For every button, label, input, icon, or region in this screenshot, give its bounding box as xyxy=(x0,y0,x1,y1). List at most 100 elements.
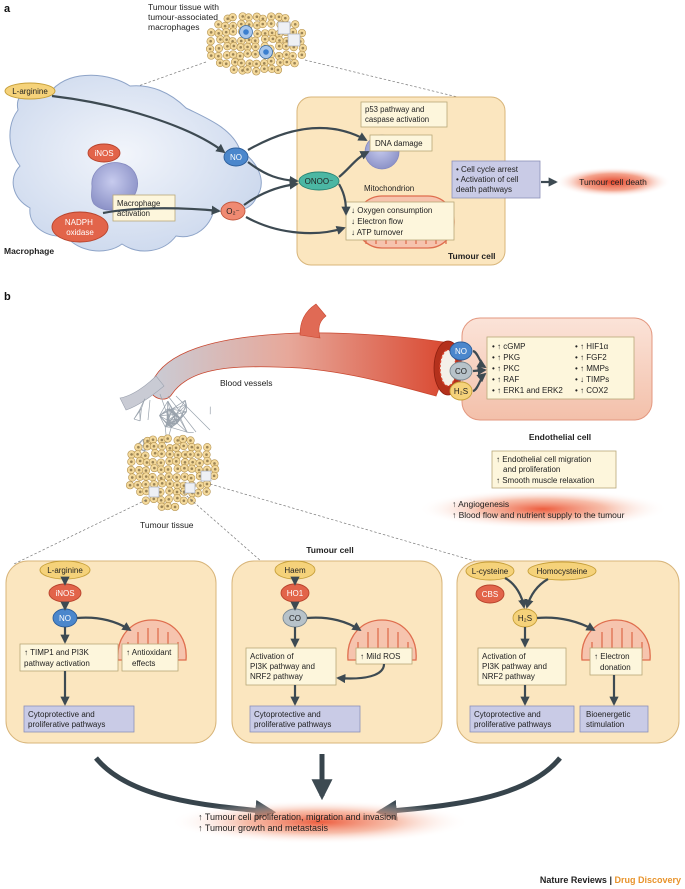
macrophage-dot-nucleus xyxy=(243,29,249,35)
cell-nucleus-dot xyxy=(209,31,213,34)
cell-nucleus-dot xyxy=(182,499,186,503)
cell-nucleus-dot xyxy=(270,31,274,35)
c2-activation-text: Activation of PI3K pathway and NRF2 path… xyxy=(250,652,317,681)
cell-nucleus-dot xyxy=(301,46,305,50)
cell-nucleus-dot xyxy=(262,67,266,71)
tumour-cell-3 xyxy=(456,560,680,744)
cell-nucleus-dot xyxy=(144,483,148,486)
cell-nucleus-dot xyxy=(205,453,208,456)
c2-activation-box xyxy=(245,647,337,686)
cell-nucleus-dot xyxy=(255,23,259,27)
signals-box xyxy=(486,336,635,400)
cell-nucleus-dot xyxy=(159,476,163,480)
superoxide-node xyxy=(220,201,246,221)
endothelial-effects-text: ↑ Endothelial cell migration and prolife… xyxy=(496,455,594,485)
cell-nucleus-dot xyxy=(232,44,236,48)
cell-cycle-box xyxy=(451,160,541,199)
signals-right: • ↑ HIF1α • ↑ FGF2 • ↑ MMPs • ↓ TIMPs • … xyxy=(575,342,611,395)
cell-cycle-text: • Cell cycle arrest • Activation of cell… xyxy=(456,165,521,194)
cell-nucleus-dot xyxy=(205,468,209,472)
cell-nucleus-dot xyxy=(137,468,141,472)
no-node xyxy=(223,147,249,167)
capillary-segment xyxy=(171,404,187,410)
cell-nucleus-dot xyxy=(138,490,142,494)
cell-nucleus-dot xyxy=(145,461,149,464)
blood-vessel xyxy=(119,303,463,411)
blood-vessels-label: Blood vessels xyxy=(220,378,272,388)
cell-nucleus-dot xyxy=(209,39,212,43)
converge-arrow-right xyxy=(375,756,562,821)
cell-nucleus-dot xyxy=(293,22,297,26)
cell-nucleus-dot xyxy=(130,453,133,456)
cell-nucleus-dot xyxy=(175,475,179,479)
capillary-segment xyxy=(166,418,181,425)
signals-left: • ↑ cGMP • ↑ PKG • ↑ PKC • ↑ RAF • ↑ ERK… xyxy=(492,342,563,395)
cell-nucleus-dot xyxy=(160,444,164,448)
c3-activation-text: Activation of PI3K pathway and NRF2 path… xyxy=(482,652,549,681)
tumour-tissue-cluster-b xyxy=(125,434,220,512)
angiogenesis-text: ↑ Angiogenesis ↑ Blood flow and nutrient… xyxy=(452,499,625,520)
arrow-endo-co xyxy=(472,366,487,376)
cell-nucleus-dot xyxy=(247,16,250,19)
cell-nucleus-dot xyxy=(263,37,267,41)
capillary-segment xyxy=(180,411,187,419)
p53-text: p53 pathway and caspase activation xyxy=(365,105,429,124)
cell-nucleus-dot xyxy=(166,437,170,440)
c1-antioxidant-box xyxy=(121,643,179,672)
cell-nucleus-dot xyxy=(130,460,133,464)
cell-nucleus-dot xyxy=(196,446,200,449)
endo-h2s-label: H₂S xyxy=(454,387,468,396)
cell-nucleus-dot xyxy=(255,15,259,19)
arrow-nadph-to-o2 xyxy=(102,205,221,215)
c1-arrow-4 xyxy=(76,616,132,632)
c1-cyto-text: Cytoprotective and proliferative pathway… xyxy=(28,710,105,729)
cell-nucleus-dot xyxy=(128,483,132,487)
panel-a-label: a xyxy=(4,3,11,15)
c3-cbs-label: CBS xyxy=(482,590,498,599)
cell-nucleus-dot xyxy=(239,22,243,26)
cell-nucleus-dot xyxy=(224,62,228,66)
capillary-segment xyxy=(166,420,169,424)
cell-nucleus-dot xyxy=(261,17,265,21)
c2-arrow-5 xyxy=(336,663,386,684)
nadph-oxidase-label: NADPH oxidase xyxy=(65,218,95,237)
cell-nucleus-dot xyxy=(218,61,222,65)
cell-nucleus-dot xyxy=(232,68,236,72)
cell-nucleus-dot xyxy=(226,44,229,48)
endo-h2s-node xyxy=(449,381,473,401)
tumour-tissue-cluster xyxy=(205,12,307,76)
tumour-cell-death-text: Tumour cell death xyxy=(579,177,647,187)
cell-zoom-line-3 xyxy=(209,483,479,563)
cell-nucleus-dot xyxy=(261,22,265,26)
cell-nucleus-dot xyxy=(183,461,187,464)
peroxynitrite-label: ONOO⁻ xyxy=(305,177,334,186)
cell-nucleus-dot xyxy=(239,39,243,43)
cell-nucleus-dot xyxy=(151,460,155,464)
capillary-segment xyxy=(159,400,169,416)
cell-nucleus-dot xyxy=(183,453,187,456)
cell-nucleus-dot xyxy=(278,39,281,42)
cell-nucleus-dot xyxy=(182,444,185,448)
cell-nucleus-dot xyxy=(138,475,142,479)
endothelial-cell-label: Endothelial cell xyxy=(529,432,591,442)
cell-nucleus-dot xyxy=(262,62,266,65)
cell-nucleus-dot xyxy=(130,476,134,479)
capillary-segment xyxy=(165,426,172,428)
cell-nucleus-dot xyxy=(213,462,216,465)
mitochondrion-label: Mitochondrion xyxy=(364,184,414,193)
cell-nucleus-dot xyxy=(219,38,222,41)
angiogenesis-glow xyxy=(418,489,668,529)
cell-nucleus-dot xyxy=(205,445,209,449)
c2-cyto-text: Cytoprotective and proliferative pathway… xyxy=(254,710,331,729)
cell-nucleus-dot xyxy=(168,482,172,486)
capillary-segment xyxy=(175,404,187,415)
cell-nucleus-dot xyxy=(240,61,243,65)
c1-timp-text: ↑ TIMP1 and PI3K pathway activation xyxy=(24,648,91,668)
highlight-square xyxy=(287,33,301,47)
cell-nucleus-dot xyxy=(254,69,258,73)
capillary-segment xyxy=(167,409,170,421)
capillary-segment xyxy=(165,418,180,428)
cell-nucleus-dot xyxy=(144,499,148,502)
l-arginine-node xyxy=(4,82,56,100)
capillary-segment xyxy=(176,423,188,433)
